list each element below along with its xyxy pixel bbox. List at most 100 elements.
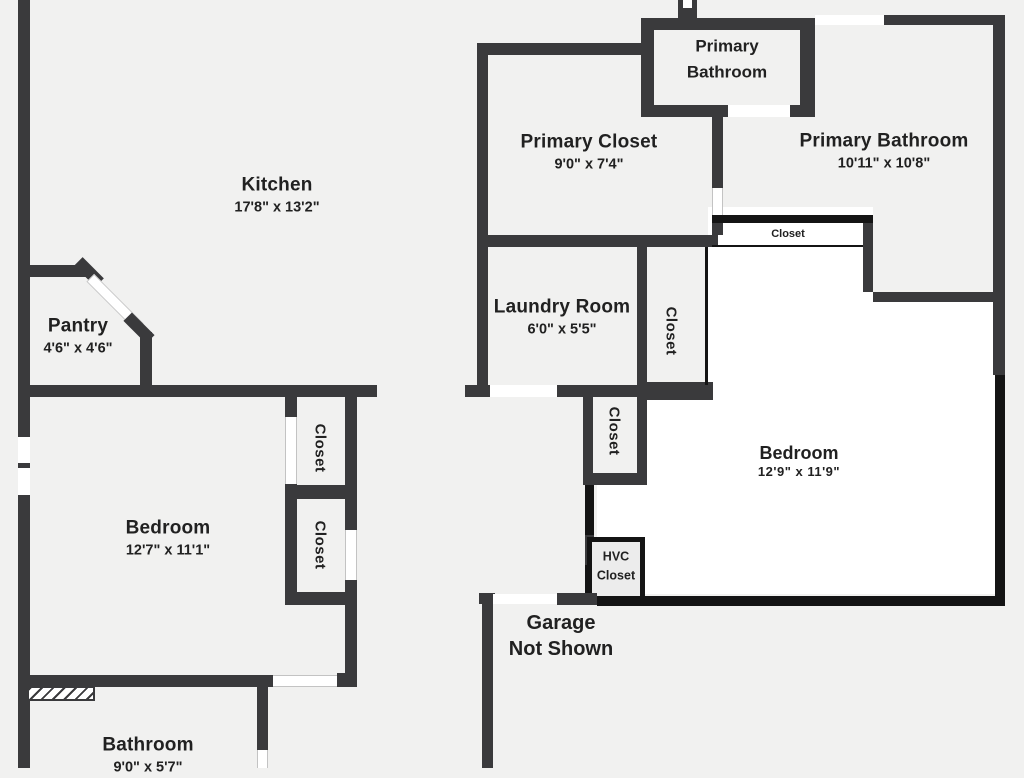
room-dims: 4'6" x 4'6" bbox=[43, 340, 113, 357]
wall bbox=[637, 382, 713, 400]
wall bbox=[18, 385, 377, 397]
wall bbox=[884, 15, 1005, 25]
wall bbox=[285, 484, 297, 605]
bedroom-right-floor bbox=[708, 302, 995, 594]
primary-strip-closet-floor bbox=[712, 223, 863, 245]
door-opening bbox=[490, 385, 557, 397]
wall bbox=[345, 580, 357, 687]
wall bbox=[597, 596, 1005, 606]
room-name: Bathroom bbox=[102, 734, 194, 756]
room-name: Primary Bathroom bbox=[799, 130, 969, 152]
window-frame-tick bbox=[18, 495, 30, 500]
room-dims: 12'7" x 11'1" bbox=[125, 542, 211, 559]
room-label-bedroom-left: Bedroom 12'7" x 11'1" bbox=[126, 517, 211, 560]
wall bbox=[641, 105, 728, 117]
wall bbox=[557, 385, 647, 397]
room-name: Laundry Room bbox=[493, 296, 631, 318]
door-opening bbox=[712, 188, 723, 218]
room-label-bathroom: Bathroom 9'0" x 5'7" bbox=[102, 734, 193, 777]
room-name-line1: Primary bbox=[695, 36, 759, 56]
wall bbox=[705, 247, 708, 385]
room-label-closet-bedroom-upper: Closet bbox=[312, 424, 329, 473]
wall bbox=[712, 117, 723, 188]
wall bbox=[712, 218, 723, 235]
wall bbox=[993, 15, 1005, 375]
wall bbox=[285, 397, 297, 417]
door-opening bbox=[273, 675, 337, 687]
wall bbox=[641, 18, 815, 30]
room-name: Primary Closet bbox=[520, 131, 658, 153]
room-dims: 12'9" x 11'9" bbox=[757, 464, 841, 479]
room-dims: 9'0" x 7'4" bbox=[554, 156, 624, 173]
room-label-primary-bathroom-small: Primary Bathroom bbox=[687, 34, 767, 87]
closet-label: Closet bbox=[771, 228, 805, 240]
room-label-closet-hall: Closet bbox=[606, 407, 623, 456]
room-dims: 6'0" x 5'5" bbox=[527, 321, 597, 338]
room-label-hvc-closet: HVC Closet bbox=[597, 547, 635, 585]
wall bbox=[583, 390, 593, 485]
closet-label: Closet bbox=[662, 306, 680, 356]
wall bbox=[588, 473, 647, 485]
room-label-closet-bedroom-lower: Closet bbox=[312, 521, 329, 570]
room-dims: 10'11" x 10'8" bbox=[837, 155, 931, 172]
wall bbox=[345, 390, 357, 530]
hvc-line2: Closet bbox=[596, 568, 636, 582]
room-name: Kitchen bbox=[241, 174, 313, 196]
wall bbox=[285, 485, 357, 499]
room-label-pantry: Pantry 4'6" x 4'6" bbox=[43, 315, 112, 358]
wall bbox=[712, 245, 863, 247]
room-label-kitchen: Kitchen 17'8" x 13'2" bbox=[234, 174, 319, 217]
wall bbox=[285, 592, 357, 605]
wall bbox=[18, 675, 273, 687]
wall bbox=[712, 215, 873, 223]
room-name: Bedroom bbox=[125, 517, 211, 539]
room-dims: 9'0" x 5'7" bbox=[113, 759, 183, 776]
wall bbox=[863, 223, 873, 292]
room-name: Pantry bbox=[47, 315, 109, 337]
door-opening bbox=[345, 530, 357, 580]
door-opening bbox=[257, 750, 268, 768]
window-frame-tick bbox=[18, 432, 30, 437]
wall bbox=[140, 332, 152, 388]
room-label-laundry: Laundry Room 6'0" x 5'5" bbox=[494, 296, 630, 339]
closet-label: Closet bbox=[605, 406, 623, 456]
wall bbox=[790, 105, 815, 117]
wall bbox=[477, 43, 488, 397]
garage-line1: Garage bbox=[526, 612, 596, 634]
room-dims: 17'8" x 13'2" bbox=[234, 199, 320, 216]
room-label-strip-closet: Closet bbox=[771, 228, 805, 240]
wall bbox=[477, 43, 654, 55]
wall bbox=[678, 0, 697, 18]
window-frame-tick bbox=[18, 463, 30, 468]
garage-line2: Not Shown bbox=[508, 638, 614, 660]
wall bbox=[257, 677, 268, 750]
door-opening bbox=[285, 417, 297, 484]
wall bbox=[995, 375, 1005, 606]
room-label-primary-bathroom: Primary Bathroom 10'11" x 10'8" bbox=[800, 130, 969, 173]
room-label-primary-closet: Primary Closet 9'0" x 7'4" bbox=[521, 131, 658, 174]
room-label-bedroom-right: Bedroom 12'9" x 11'9" bbox=[758, 443, 840, 479]
closet-label: Closet bbox=[311, 423, 329, 473]
wall bbox=[557, 593, 597, 605]
room-name-line2: Bathroom bbox=[686, 63, 768, 82]
room-label-closet-laundry: Closet bbox=[663, 307, 680, 356]
bathroom-fixture-hatch bbox=[27, 686, 95, 701]
wall bbox=[18, 265, 88, 277]
door-opening bbox=[728, 105, 790, 117]
hvc-line1: HVC bbox=[602, 549, 630, 564]
wall bbox=[641, 18, 654, 117]
room-name: Bedroom bbox=[759, 443, 839, 463]
wall-notch bbox=[683, 0, 692, 8]
wall bbox=[18, 0, 30, 432]
wall bbox=[482, 593, 493, 768]
bedroom-right-floor bbox=[647, 390, 708, 594]
wall bbox=[873, 292, 1005, 302]
wall bbox=[585, 485, 594, 535]
closet-label: Closet bbox=[311, 520, 329, 570]
window bbox=[815, 15, 884, 25]
wall bbox=[477, 235, 718, 247]
room-label-garage: Garage Not Shown bbox=[509, 610, 613, 662]
wall bbox=[800, 18, 815, 117]
door-opening bbox=[493, 594, 557, 604]
